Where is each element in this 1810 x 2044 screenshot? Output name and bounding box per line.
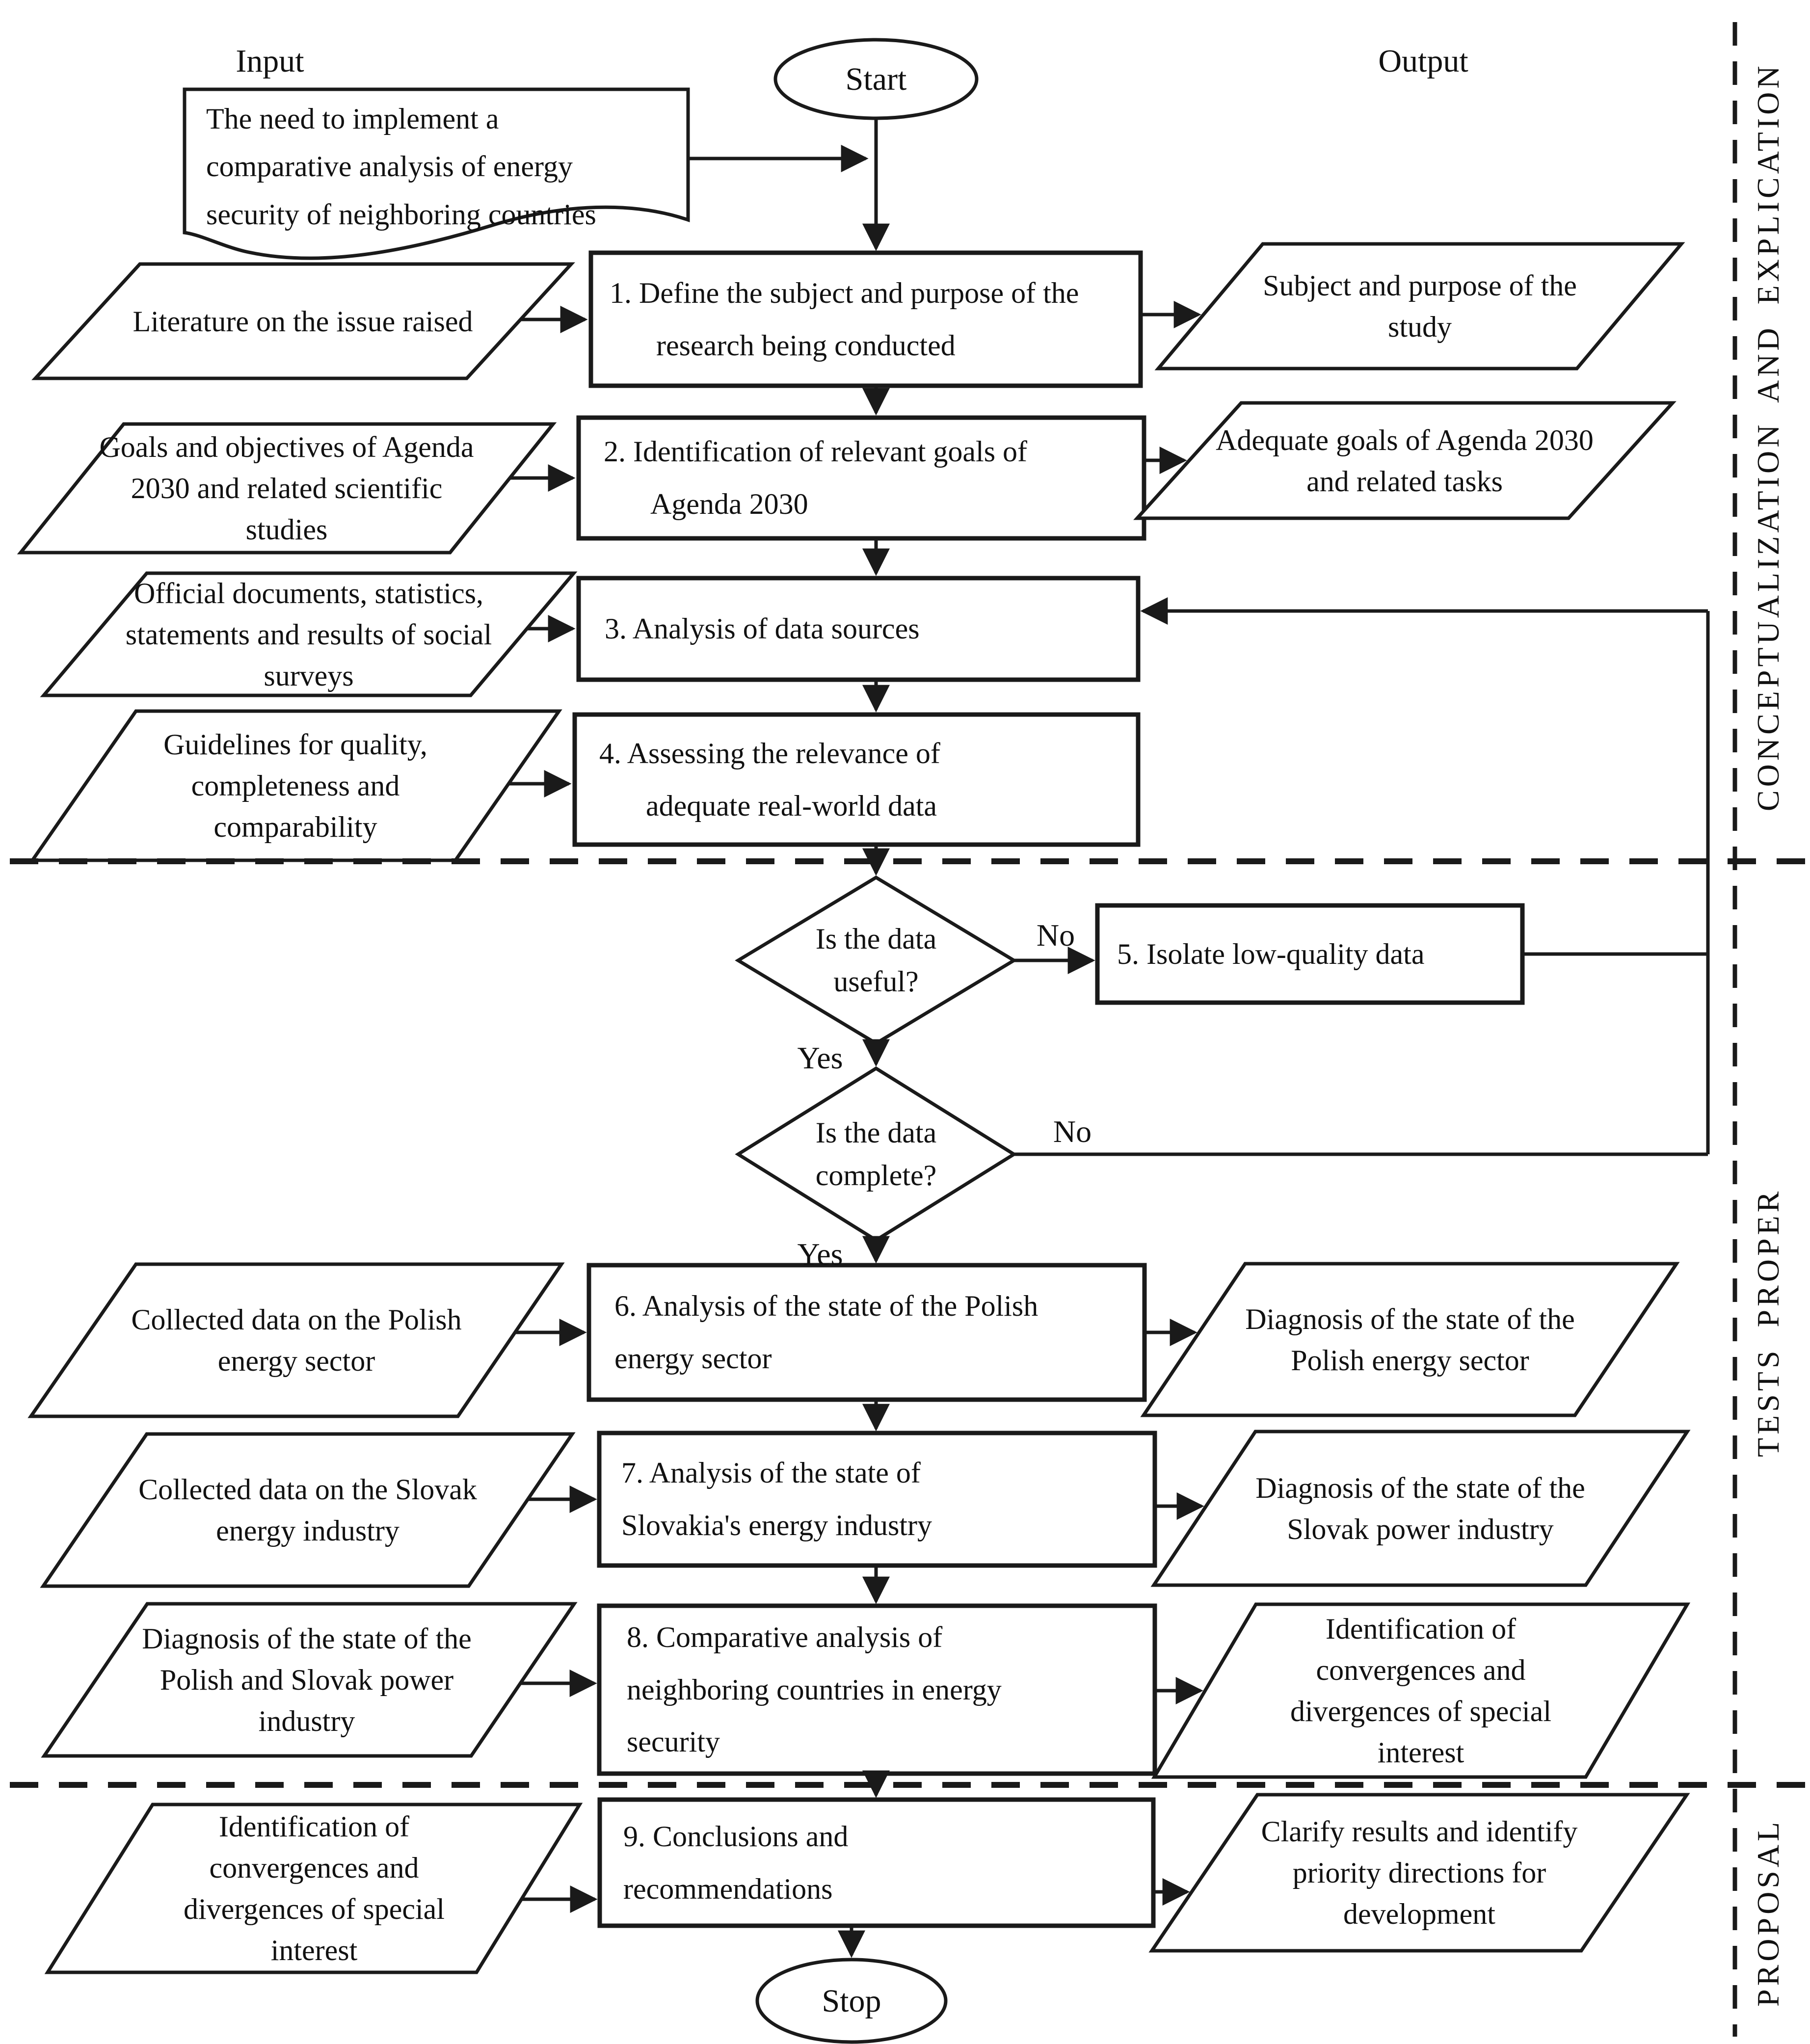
decision-2-yes-label: Yes <box>797 1237 843 1272</box>
process-box-5 <box>1095 903 1525 1005</box>
input-2-label: Goals and objectives of Agenda 2030 and … <box>99 431 474 546</box>
input-parallelogram-2 <box>17 422 557 555</box>
stop-terminator <box>755 1958 948 2044</box>
process-box-3 <box>576 576 1141 682</box>
input-parallelogram-7 <box>40 1432 576 1588</box>
process-3-label: 3. Analysis of data sources <box>605 612 920 645</box>
output-8-label: Identification of convergences and diver… <box>1290 1613 1551 1769</box>
input-parallelogram-3 <box>40 571 578 697</box>
input-1-label: Literature on the issue raised <box>133 305 473 338</box>
input-9-label: Identification of convergences and diver… <box>183 1810 445 1966</box>
section-label-proposal: PROPOSAL <box>1751 1818 1785 2007</box>
process-7-label: 7. Analysis of the state of Slovakia's e… <box>621 1457 932 1541</box>
section-label-conceptualization: CONCEPTUALIZATION AND EXPLICATION <box>1751 62 1785 811</box>
output-1-label: Subject and purpose of the study <box>1263 269 1577 343</box>
output-9-label: Clarify results and identify priority di… <box>1261 1815 1578 1930</box>
process-8-label: 8. Comparative analysis of neighboring c… <box>627 1620 1002 1758</box>
input-parallelogram-8 <box>41 1602 578 1758</box>
input-7-label: Collected data on the Slovak energy indu… <box>138 1473 477 1547</box>
input-parallelogram-1 <box>31 262 575 380</box>
document-shape <box>183 87 690 260</box>
output-6-label: Diagnosis of the state of the Polish ene… <box>1245 1302 1575 1377</box>
process-box-2 <box>576 415 1146 541</box>
process-box-4 <box>572 712 1141 847</box>
document-note: The need to implement a comparative anal… <box>206 103 596 231</box>
input-4-label: Guidelines for quality, completeness and… <box>163 728 427 843</box>
process-2-label: 2. Identification of relevant goals of A… <box>604 435 1028 520</box>
input-parallelogram-6 <box>27 1262 565 1418</box>
stop-label: Stop <box>822 1983 881 2019</box>
output-7-label: Diagnosis of the state of the Slovak pow… <box>1255 1471 1585 1545</box>
input-3-label: Official documents, statistics, statemen… <box>125 577 492 692</box>
input-column-label: Input <box>236 43 304 79</box>
decision-1-label: Is the data useful? <box>815 923 937 998</box>
input-8-label: Diagnosis of the state of the Polish and… <box>142 1622 472 1737</box>
process-6-label: 6. Analysis of the state of the Polish e… <box>614 1290 1038 1375</box>
process-9-label: 9. Conclusions and recommendations <box>623 1820 849 1905</box>
decision-2-no-label: No <box>1053 1114 1092 1149</box>
process-box-7 <box>597 1431 1157 1568</box>
output-parallelogram-2 <box>1133 401 1677 520</box>
input-parallelogram-9 <box>44 1803 583 1974</box>
decision-2-label: Is the data complete? <box>815 1116 937 1192</box>
decision-1-no-label: No <box>1036 918 1075 953</box>
output-column-label: Output <box>1378 43 1468 79</box>
process-box-8 <box>597 1603 1157 1776</box>
output-parallelogram-8 <box>1151 1602 1691 1779</box>
output-parallelogram-7 <box>1150 1430 1691 1587</box>
output-2-label: Adequate goals of Agenda 2030 and relate… <box>1216 424 1594 498</box>
start-label: Start <box>845 61 907 97</box>
decision-1-yes-label: Yes <box>797 1040 843 1076</box>
output-parallelogram-6 <box>1140 1262 1680 1417</box>
process-5-label: 5. Isolate low-quality data <box>1117 937 1425 970</box>
section-label-tests-proper: TESTS PROPER <box>1751 1188 1785 1458</box>
process-box-1 <box>588 250 1143 388</box>
process-box-9 <box>597 1797 1156 1928</box>
process-1-label: 1. Define the subject and purpose of the… <box>610 276 1079 362</box>
process-4-label: 4. Assessing the relevance of adequate r… <box>599 737 940 822</box>
input-6-label: Collected data on the Polish energy sect… <box>131 1303 462 1377</box>
